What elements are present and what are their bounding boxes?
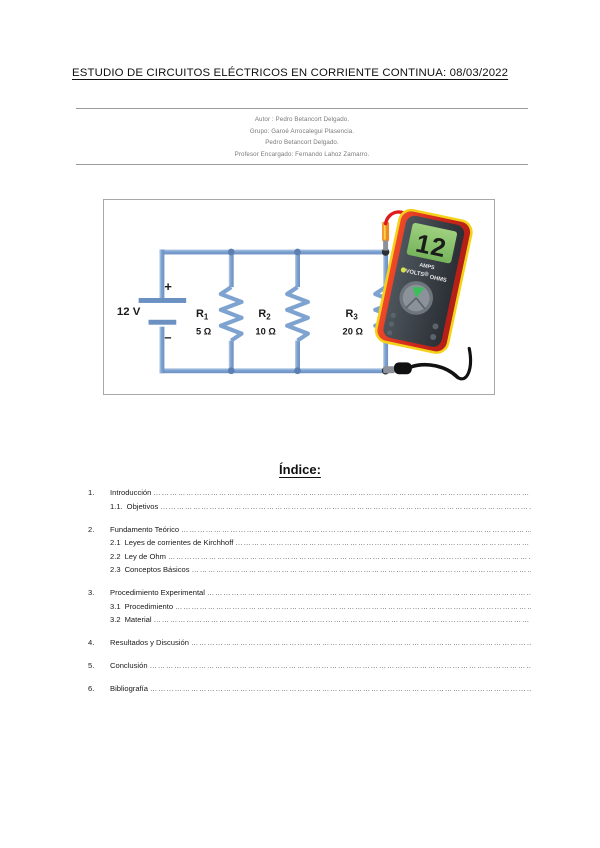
toc-entry-label: Conceptos Básicos (124, 565, 190, 574)
polarity-plus-label: + (164, 279, 172, 294)
toc-entry-label: Objetivos (126, 501, 159, 511)
toc-leader-dots: …………………………………………………………………………………………………………… (150, 684, 531, 693)
multimeter-reading: 12 (413, 230, 449, 264)
toc-leader-dots: …………………………………………………………………………………………………………… (235, 538, 531, 547)
polarity-minus-label: – (164, 330, 171, 345)
battery-symbol (138, 297, 187, 325)
index-heading-text: Índice: (279, 462, 321, 477)
multimeter-volts-label: VOLTS (405, 268, 425, 278)
black-probe (383, 346, 473, 381)
toc-leader-dots: …………………………………………………………………………………………………………… (191, 565, 531, 574)
toc-entry[interactable]: 2. Fundamento Teórico……………………………………………………… (88, 525, 531, 534)
toc-entry-label: Procedimiento Experimental (110, 588, 205, 597)
toc-leader-dots: …………………………………………………………………………………………………………… (190, 638, 531, 647)
toc-leader-dots: …………………………………………………………………………………………………………… (167, 551, 531, 561)
toc-leader-dots: …………………………………………………………………………………………………………… (181, 524, 531, 534)
toc-entry-number: 3.2 (110, 615, 121, 624)
toc-entry-label: Resultados y Discusión (110, 638, 189, 647)
author-block: Autor : Pedro Betancort Delgado. Grupo: … (76, 114, 528, 160)
toc-entry-number: 3. (88, 588, 95, 597)
toc-leader-dots: …………………………………………………………………………………………………………… (175, 601, 531, 611)
author-line: Pedro Betancort Delgado. (265, 139, 339, 147)
divider-top (76, 108, 528, 109)
toc-leader-dots: …………………………………………………………………………………………………………… (149, 661, 531, 670)
toc-entry-number: 2. (88, 524, 95, 534)
resistor-branch-2 (285, 248, 310, 375)
toc-leader-dots: …………………………………………………………………………………………………………… (153, 488, 531, 497)
toc-leader-dots: …………………………………………………………………………………………………………… (160, 501, 531, 511)
toc-entry-number: 5. (88, 661, 95, 670)
circuit-wires (159, 249, 388, 374)
resistor-1-name: R1 (196, 308, 209, 322)
toc-entry-label: Ley de Ohm (124, 551, 166, 561)
toc-entry-label: Conclusión (110, 661, 148, 670)
toc-entry[interactable]: 6. Bibliografía……………………………………………………………………… (88, 684, 531, 693)
toc-entry[interactable]: 5. Conclusión…………………………………………………………………………… (88, 661, 531, 670)
toc-entry-label: Procedimiento (124, 601, 174, 611)
toc-entry-number: 3.1 (110, 601, 121, 611)
index-heading: Índice: (0, 462, 600, 477)
multimeter-ohms-label: OHMS (429, 275, 447, 284)
toc-leader-dots: …………………………………………………………………………………………………………… (153, 615, 531, 624)
toc-entry[interactable]: 4. Resultados y Discusión…………………………………………… (88, 638, 531, 647)
author-line: Grupo: Garoé Arrocalegui Plasencia. (249, 127, 355, 135)
toc-entry-number: 2.2 (110, 551, 121, 561)
resistor-branch-1 (218, 248, 244, 375)
resistor-2-name: R2 (258, 308, 271, 322)
resistor-3-value: 20 Ω (343, 327, 364, 337)
toc-leader-dots: …………………………………………………………………………………………………………… (206, 588, 531, 597)
resistor-1-value: 5 Ω (196, 327, 212, 337)
toc-entry-label: Fundamento Teórico (110, 524, 180, 534)
author-line: Autor : Pedro Betancort Delgado. (254, 116, 350, 123)
toc-entry-label: Leyes de corrientes de Kirchhoff (124, 538, 234, 547)
toc-entry-number: 6. (88, 684, 95, 693)
author-line: Profesor Encargado: Fernando Lahoz Zamar… (234, 150, 370, 158)
toc-entry-number: 2.1 (110, 538, 121, 547)
battery-voltage-label: 12 V (117, 306, 141, 318)
toc-entry-number: 1. (88, 488, 95, 497)
toc-entry-label: Material (124, 615, 152, 624)
toc-entry-number: 4. (88, 638, 95, 647)
toc-entry-number: 1.1. (110, 501, 123, 511)
multimeter-lcd (406, 222, 458, 264)
multimeter: 12 AMPS VOLTS OHMS (374, 208, 473, 354)
page-title: ESTUDIO DE CIRCUITOS ELÉCTRICOS EN CORRI… (72, 67, 509, 79)
resistor-2-value: 10 Ω (255, 327, 276, 337)
toc-entry-label: Introducción (110, 488, 152, 497)
multimeter-amps-label: AMPS (419, 262, 436, 271)
toc-entry[interactable]: 1. Introducción……………………………………………………………………… (88, 488, 531, 497)
table-of-contents: 1.Introducción……………………………………………………………………… (88, 488, 531, 693)
toc-entry-number: 2.3 (110, 565, 121, 574)
toc-entry-label: Bibliografía (110, 684, 148, 693)
resistor-3-name: R3 (346, 308, 359, 322)
divider-bottom (76, 164, 528, 165)
toc-entry[interactable]: 1.1.Objetivos………………………………………………………………………… (88, 502, 531, 511)
circuit-figure: 12 V + – R1 5 Ω (103, 199, 495, 395)
toc-entry[interactable]: 3. Procedimiento Experimental………………………………… (88, 588, 531, 597)
